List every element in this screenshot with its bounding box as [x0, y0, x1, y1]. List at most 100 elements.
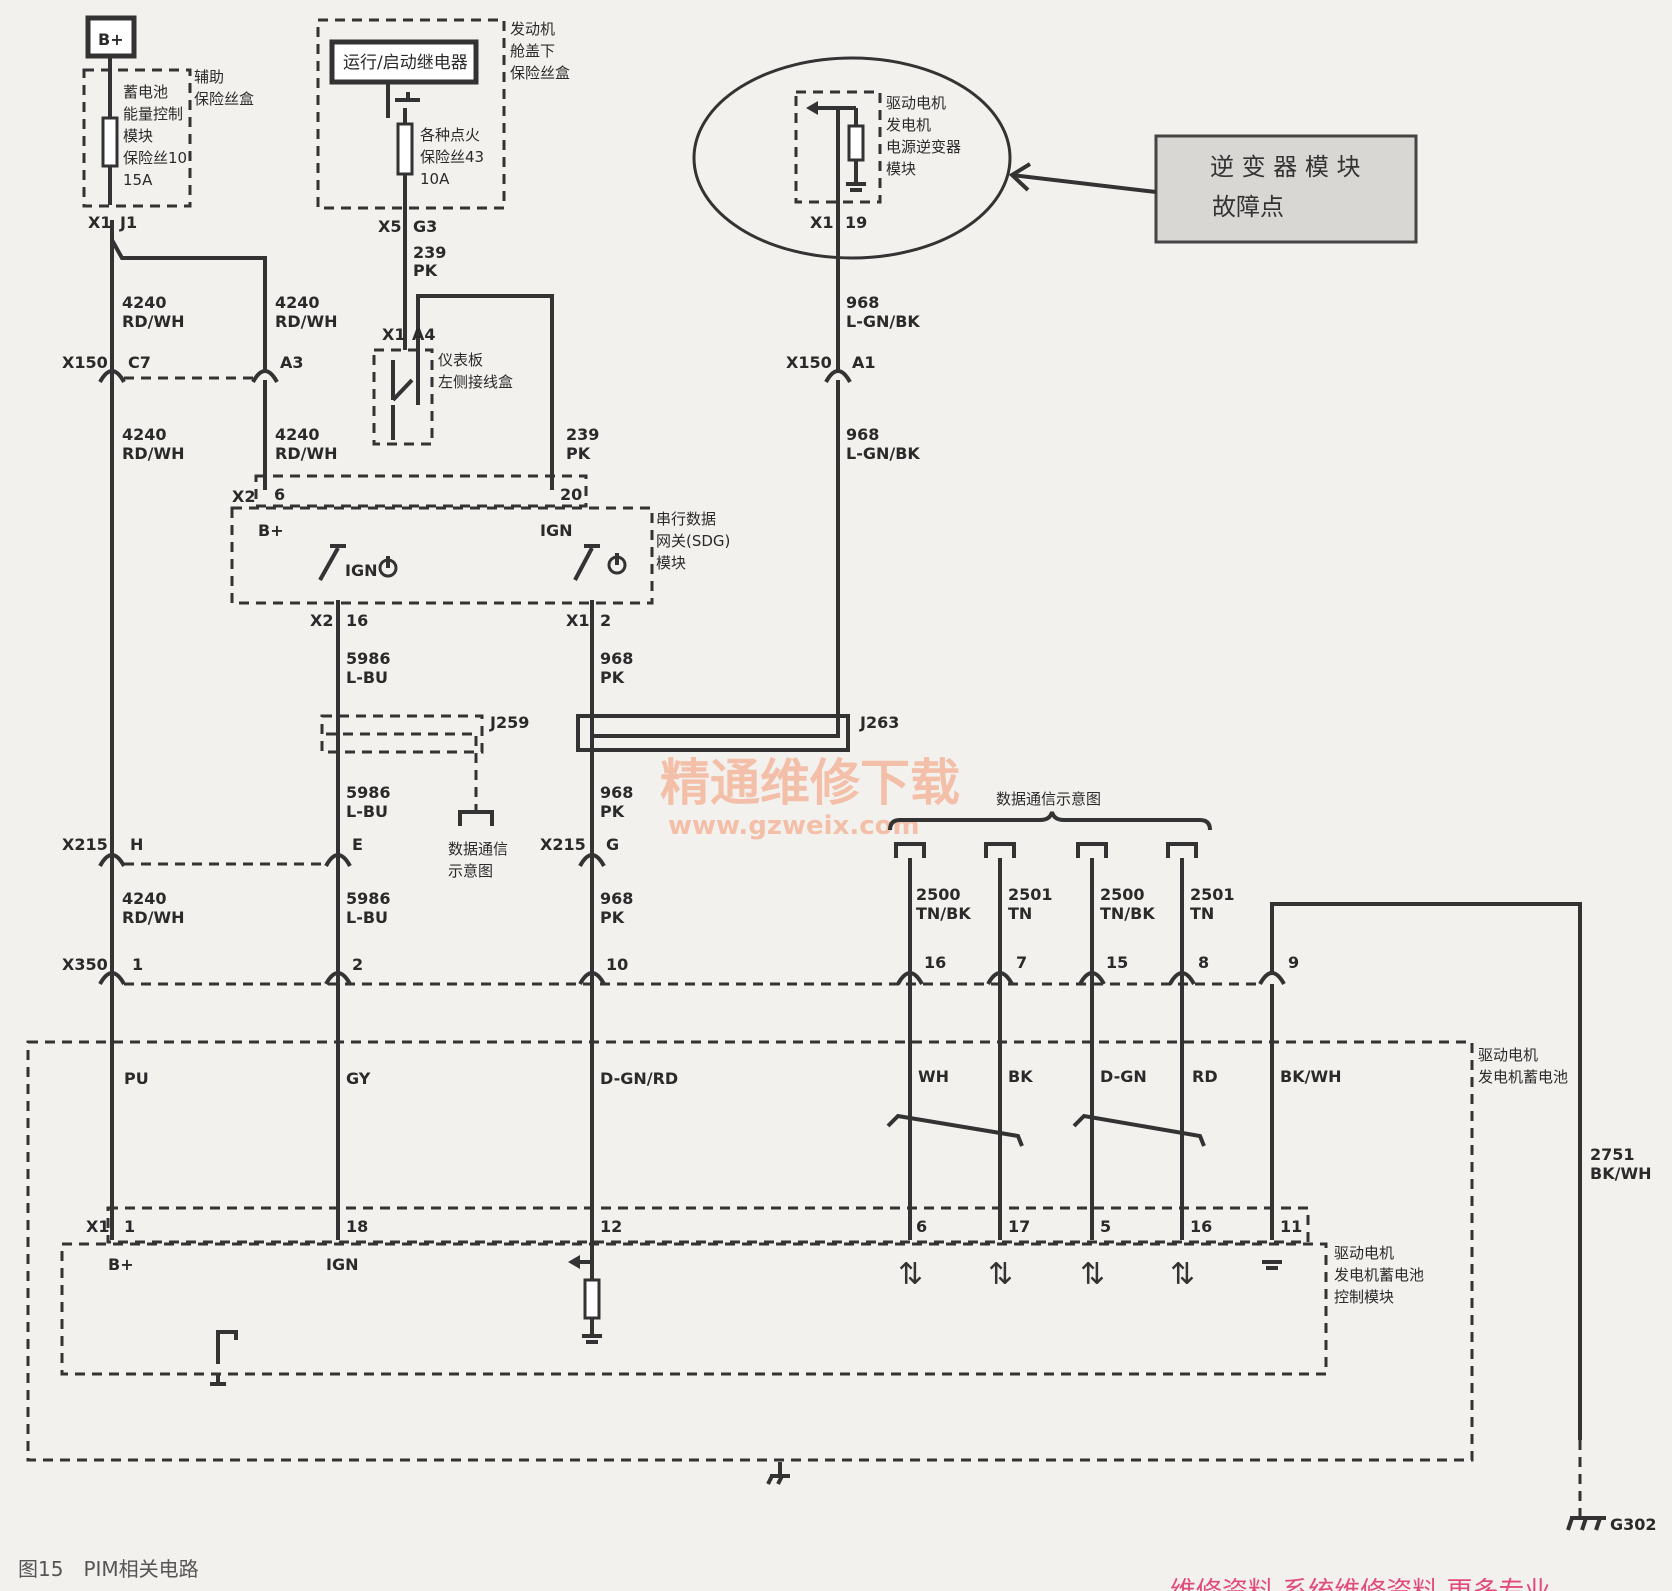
wire-tnbk-a: TN/BK: [916, 904, 971, 923]
bpcm-bplus: B+: [108, 1255, 134, 1274]
figure-caption: 图15 PIM相关电路: [18, 1557, 199, 1581]
sdg-conn-out1: X2: [310, 611, 333, 630]
pin-x350-9: 9: [1288, 953, 1299, 972]
conn-x350: X350: [62, 955, 108, 974]
wire-968-c: 968: [600, 649, 633, 668]
sdg-pin-ign: IGN: [540, 521, 572, 540]
watermark-line-2: www.gzweix.com: [668, 811, 920, 841]
battery-pack-label-2: 发电机蓄电池: [1478, 1068, 1568, 1086]
fuse-icon: [101, 116, 119, 168]
callout-line-2: 故障点: [1212, 193, 1284, 221]
wire-2500-b: 2500: [1100, 885, 1145, 904]
wire-lbu-a: L-BU: [346, 668, 388, 687]
bpcm-label-1: 驱动电机: [1334, 1244, 1394, 1262]
resistor-icon: [847, 124, 865, 162]
relay-label: 运行/启动继电器: [343, 53, 468, 73]
conn-x150-a: X150: [62, 353, 108, 372]
aux-fuse-label-1: 蓄电池: [123, 83, 168, 101]
wire-239-top: 239: [413, 243, 446, 262]
callout-line-1: 逆 变 器 模 块: [1210, 153, 1361, 181]
data-comm-label-1: 数据通信: [448, 840, 508, 858]
ip-junction-pin: A4: [412, 325, 436, 344]
wire-lbu-b: L-BU: [346, 802, 388, 821]
battery-pack-box: [26, 1040, 1474, 1462]
sdg-conn-out2: X1: [566, 611, 589, 630]
j263-splice: [576, 714, 850, 752]
inner-pin-6: 6: [916, 1217, 927, 1236]
aux-fuse-label-4: 保险丝10: [123, 149, 187, 167]
engine-fuse-box-title-3: 保险丝盒: [510, 64, 570, 82]
sdg-label-1: 串行数据: [656, 510, 716, 528]
run-crank-relay: [329, 39, 479, 85]
ip-junction-label-1: 仪表板: [438, 351, 483, 369]
wire-968-e: 968: [600, 889, 633, 908]
pin-x350-7: 7: [1016, 953, 1027, 972]
wire-rdwh-d: RD/WH: [275, 444, 337, 463]
inverter-pin: 19: [845, 213, 867, 232]
wire-tn-b: TN: [1190, 904, 1214, 923]
battery-label: B+: [98, 30, 124, 49]
conn-j1: J1: [119, 213, 137, 232]
aux-fuse-label-2: 能量控制: [123, 105, 183, 123]
aux-fuse-box-title-2: 保险丝盒: [194, 90, 254, 108]
wire-rdwh-a: RD/WH: [122, 312, 184, 331]
ip-junction-box: [372, 348, 434, 446]
pin-x350-2: 2: [352, 955, 363, 974]
sdg-connector-strip: [254, 474, 588, 508]
inverter-conn: X1: [810, 213, 833, 232]
inverter-module: [794, 90, 882, 204]
comm-arrow-icon-4: ⇅: [1170, 1257, 1195, 1292]
conn-j263: J263: [859, 713, 899, 732]
inner-pin-18: 18: [346, 1217, 368, 1236]
inner-pin-17: 17: [1008, 1217, 1030, 1236]
inner-wire-wh: WH: [918, 1067, 949, 1086]
conn-g: G: [606, 835, 619, 854]
aux-fuse-label-5: 15A: [123, 171, 153, 189]
conn-x5: X5: [378, 217, 401, 236]
sdg-sw-label: IGN: [345, 561, 377, 580]
wire-4240-d: 4240: [275, 425, 320, 444]
resistor-icon-2: [583, 1278, 601, 1320]
arrow-icon: [806, 101, 818, 115]
inverter-fault-ellipse: [692, 56, 1012, 260]
twisted-pair-icon-2: [1072, 1113, 1206, 1147]
engine-fuse-box: [316, 18, 506, 210]
wire-4240-c: 4240: [122, 425, 167, 444]
sdg-pin-out1: 16: [346, 611, 368, 630]
conn-x215-a: X215: [62, 835, 108, 854]
pin-x350-10: 10: [606, 955, 628, 974]
wire-tnbk-b: TN/BK: [1100, 904, 1155, 923]
wire-4240-a: 4240: [122, 293, 167, 312]
ip-junction-conn: X1: [382, 325, 405, 344]
engine-fuse-box-title-1: 发动机: [510, 20, 555, 38]
data-comm-label-top: 数据通信示意图: [996, 790, 1101, 808]
j259-splice: [320, 714, 484, 754]
conn-a1: A1: [852, 353, 876, 372]
conn-a3: A3: [280, 353, 304, 372]
bpcm-ign: IGN: [326, 1255, 358, 1274]
inner-wire-dgnrd: D-GN/RD: [600, 1069, 678, 1088]
pin-x350-8: 8: [1198, 953, 1209, 972]
pin-x350-1: 1: [132, 955, 143, 974]
pin-x350-16: 16: [924, 953, 946, 972]
inner-pin-12: 12: [600, 1217, 622, 1236]
bpcm-label-2: 发电机蓄电池: [1334, 1266, 1424, 1284]
sdg-pin-out2: 2: [600, 611, 611, 630]
wire-rdwh-b: RD/WH: [275, 312, 337, 331]
wire-rdwh-c: RD/WH: [122, 444, 184, 463]
sdg-pin-in2: 20: [560, 485, 582, 504]
inner-wire-pu: PU: [124, 1069, 149, 1088]
watermark-line-1: 精通维修下载: [660, 754, 960, 812]
engine-fuse-label-2: 保险丝43: [420, 148, 484, 166]
conn-h: H: [130, 835, 143, 854]
wire-4240-b: 4240: [275, 293, 320, 312]
wire-4240-e: 4240: [122, 889, 167, 908]
wire-pk-c: PK: [600, 668, 625, 687]
comm-arrow-icon-2: ⇅: [988, 1257, 1013, 1292]
chassis-ground-icon: [216, 1330, 238, 1364]
fault-callout-box: [1154, 134, 1418, 244]
wire-pk-e: PK: [600, 908, 625, 927]
wire-2501-a: 2501: [1008, 885, 1053, 904]
sdg-label-3: 模块: [656, 554, 686, 572]
